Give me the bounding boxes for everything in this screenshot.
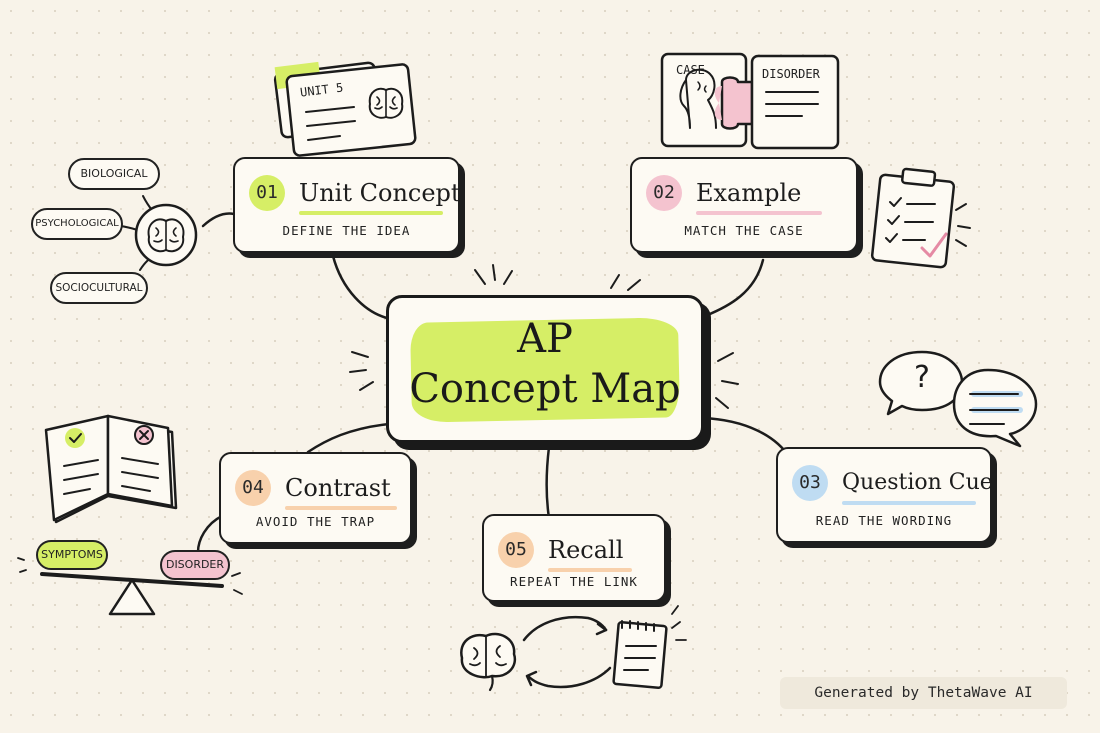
title-underline (548, 568, 632, 572)
node-number-badge: 04 (235, 470, 271, 506)
balance-scale-icon (17, 557, 243, 616)
perspective-label: SOCIOCULTURAL (55, 282, 143, 294)
connector-balance (196, 514, 224, 554)
question-mark: ? (914, 360, 930, 395)
node-subtitle: DEFINE THE IDEA (282, 223, 411, 238)
node-subtitle: AVOID THE TRAP (255, 514, 376, 529)
clipboard-checklist-icon (870, 167, 971, 269)
balance-disorder-label: DISORDER (165, 558, 225, 571)
center-node[interactable]: AP Concept Map (386, 295, 704, 443)
node-example-header: 02 Example (646, 173, 842, 215)
flashcard-brain-icon (368, 87, 404, 119)
node-number-badge: 03 (792, 465, 828, 501)
node-question-cue[interactable]: 03 Question Cue READ THE WORDING (776, 447, 993, 543)
flashcard-icon (273, 61, 417, 157)
puzzle-icon (660, 52, 840, 150)
connector-contrast (306, 422, 391, 454)
connector-recall (545, 445, 551, 520)
title-underline (299, 211, 443, 215)
credit-badge: Generated by ThetaWave AI (780, 677, 1067, 709)
connector-perspectives (201, 212, 236, 228)
center-title-line-2: Concept Map (409, 366, 681, 412)
perspectives-brain-icon (134, 203, 198, 267)
node-number-badge: 02 (646, 175, 682, 211)
node-recall[interactable]: 05 Recall REPEAT THE LINK (482, 514, 666, 602)
cycle-arrows-icon (522, 615, 612, 689)
node-subtitle: MATCH THE CASE (684, 223, 804, 238)
node-number-badge: 01 (249, 175, 285, 211)
node-unit-concept[interactable]: 01 Unit Concept DEFINE THE IDEA (233, 157, 461, 253)
center-title: AP Concept Map (389, 314, 701, 414)
open-book-icon (44, 414, 178, 524)
balance-disorder-pill: DISORDER (160, 550, 230, 580)
balance-symptoms-pill: SYMPTOMS (36, 540, 108, 570)
perspective-psychological: PSYCHOLOGICAL (31, 208, 123, 240)
node-title: Recall (548, 536, 624, 564)
puzzle-right-label: DISORDER (762, 67, 820, 81)
node-title: Question Cue (842, 470, 993, 495)
perspective-label: BIOLOGICAL (80, 167, 148, 180)
node-title: Example (696, 179, 802, 207)
puzzle-left-label: CASE (676, 63, 705, 77)
perspective-biological: BIOLOGICAL (68, 158, 160, 190)
notepad-icon (612, 605, 687, 689)
recall-brain-icon (460, 632, 517, 692)
node-question-cue-header: 03 Question Cue (792, 463, 993, 505)
title-underline (696, 211, 822, 215)
node-number-badge: 05 (498, 532, 534, 568)
center-title-line-1: AP (517, 316, 573, 362)
perspective-sociocultural: SOCIOCULTURAL (50, 272, 148, 304)
balance-symptoms-label: SYMPTOMS (41, 548, 103, 561)
connector-example (703, 258, 765, 318)
node-unit-concept-header: 01 Unit Concept (249, 173, 461, 215)
node-contrast[interactable]: 04 Contrast AVOID THE TRAP (219, 452, 412, 544)
perspective-label: PSYCHOLOGICAL (35, 218, 119, 229)
node-recall-header: 05 Recall (498, 530, 650, 572)
title-underline (285, 506, 397, 510)
connector-unit-concept (331, 254, 389, 320)
title-underline (842, 501, 976, 505)
node-subtitle: REPEAT THE LINK (510, 574, 638, 589)
node-title: Contrast (285, 474, 391, 502)
node-title: Unit Concept (299, 179, 461, 207)
node-subtitle: READ THE WORDING (815, 513, 953, 528)
node-contrast-header: 04 Contrast (235, 468, 397, 510)
speech-bubble-icon (878, 350, 1038, 448)
node-example[interactable]: 02 Example MATCH THE CASE (630, 157, 858, 253)
